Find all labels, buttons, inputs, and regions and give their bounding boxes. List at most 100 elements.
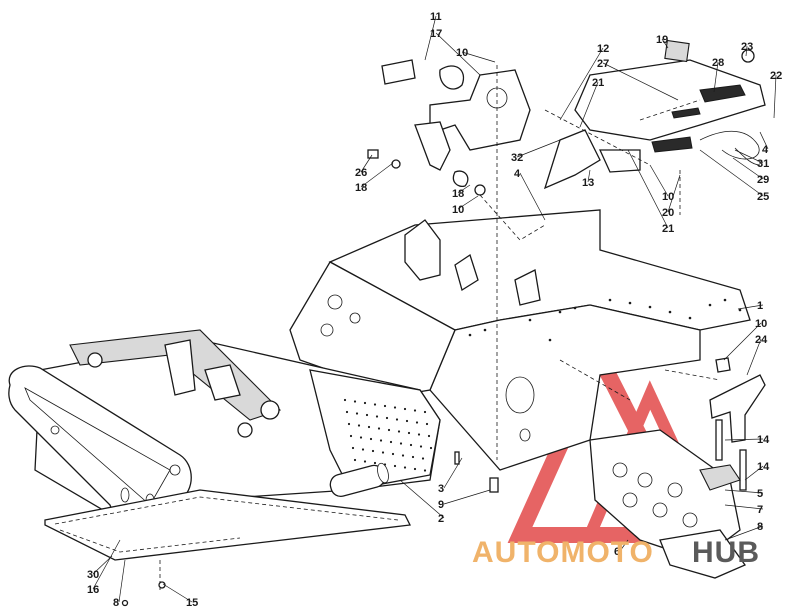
callout-c14b: 14 <box>757 461 770 473</box>
clip-18 <box>452 170 469 188</box>
decal-plate <box>651 136 693 153</box>
leader-line <box>723 322 762 361</box>
leader-line <box>424 15 437 61</box>
leader-line <box>746 338 762 376</box>
leader-line <box>443 457 463 489</box>
perforation-pattern <box>343 398 433 472</box>
callout-c11: 11 <box>430 11 442 23</box>
tunnel-side-wall <box>429 304 701 471</box>
side-wall-hole <box>519 428 531 442</box>
bumper-hole <box>169 464 181 476</box>
callout-c16: 16 <box>87 584 99 596</box>
callout-c17: 17 <box>430 28 442 40</box>
skid-sheet-rivets <box>54 496 399 525</box>
cap-23 <box>741 49 755 63</box>
flap-5 <box>699 464 741 491</box>
callout-c6: 6 <box>614 546 620 558</box>
callout-c8: 8 <box>757 521 763 533</box>
plate-11 <box>381 59 416 85</box>
callout-c23: 23 <box>741 41 753 53</box>
callout-c31: 31 <box>757 158 769 170</box>
leader-line <box>587 169 591 183</box>
steering-bracket <box>514 269 541 306</box>
watermark-text-second: HUB <box>692 536 760 569</box>
callout-c27: 27 <box>597 58 609 70</box>
plate-8 <box>659 529 746 579</box>
skid-sheet-rivets <box>59 529 241 553</box>
callout-c14a: 14 <box>757 434 770 446</box>
bracket-arm-26 <box>414 121 451 171</box>
leader-line <box>399 479 445 519</box>
leader-line <box>360 154 373 173</box>
leader-line <box>699 149 764 197</box>
bumper-hole <box>50 425 60 435</box>
callout-c2: 2 <box>438 513 444 525</box>
leader-line <box>732 157 764 180</box>
leader-line <box>744 465 764 481</box>
side-wall-hole <box>505 376 535 414</box>
callout-c10a: 10 <box>456 47 468 59</box>
cross-arm <box>164 339 196 396</box>
leader-line <box>724 525 764 541</box>
leader-line <box>667 174 681 213</box>
watermark-text: AUTOMOTO HUB <box>472 536 760 569</box>
bracket-hole <box>486 87 508 109</box>
lower-skid-sheet <box>44 489 411 561</box>
decal-19 <box>664 39 690 63</box>
leader-line <box>92 555 113 575</box>
leader-line <box>737 304 764 310</box>
nut-10d <box>715 357 731 373</box>
leader-line <box>360 162 394 188</box>
callout-c4b: 4 <box>514 168 521 180</box>
leader-line <box>745 45 748 57</box>
leader-line <box>759 131 769 150</box>
callout-c7: 7 <box>757 504 763 516</box>
plate-holes <box>612 462 698 528</box>
callout-c13: 13 <box>582 177 594 189</box>
footrest-box <box>309 369 441 491</box>
callout-c22: 22 <box>770 70 782 82</box>
spindle-mount <box>87 352 103 368</box>
callout-c12: 12 <box>597 43 609 55</box>
callout-c26: 26 <box>355 167 367 179</box>
callout-c32: 32 <box>511 152 523 164</box>
spindle-mount <box>260 400 280 420</box>
rear-bracket <box>709 357 766 491</box>
watermark-text-first: AUTOMOTO <box>472 536 654 569</box>
steering-support <box>367 59 531 196</box>
callout-c18b: 18 <box>452 188 464 200</box>
washer-18 <box>391 159 401 169</box>
callout-c28: 28 <box>712 57 724 69</box>
leader-line <box>559 47 604 121</box>
leader-line <box>619 539 629 552</box>
leader-line <box>118 559 126 603</box>
callout-c29: 29 <box>757 174 769 186</box>
callout-c3: 3 <box>438 483 444 495</box>
decal-plate <box>699 84 746 103</box>
front-bumper-assembly <box>8 329 441 524</box>
leader-line <box>724 438 764 441</box>
callout-c15: 15 <box>186 597 198 609</box>
callout-c30: 30 <box>87 569 99 581</box>
callout-c5: 5 <box>757 488 763 500</box>
leader-line <box>457 184 471 194</box>
bolt-14b <box>739 449 747 491</box>
leader-line <box>713 61 719 93</box>
leader-line <box>724 504 764 510</box>
callout-c21b: 21 <box>662 223 674 235</box>
leader-line <box>162 583 193 603</box>
callout-c19: 19 <box>656 34 668 46</box>
assembly-lines <box>159 65 721 590</box>
callout-c10b: 10 <box>452 204 464 216</box>
callout-c9: 9 <box>438 499 444 511</box>
leader-line <box>92 539 121 590</box>
cable-25 <box>699 130 760 160</box>
console-bracket <box>598 149 641 173</box>
callout-c4a: 4 <box>762 144 769 156</box>
skid-plate <box>44 489 411 561</box>
leader-line <box>461 51 496 63</box>
steering-bracket <box>404 219 441 281</box>
leader-line <box>457 195 479 210</box>
